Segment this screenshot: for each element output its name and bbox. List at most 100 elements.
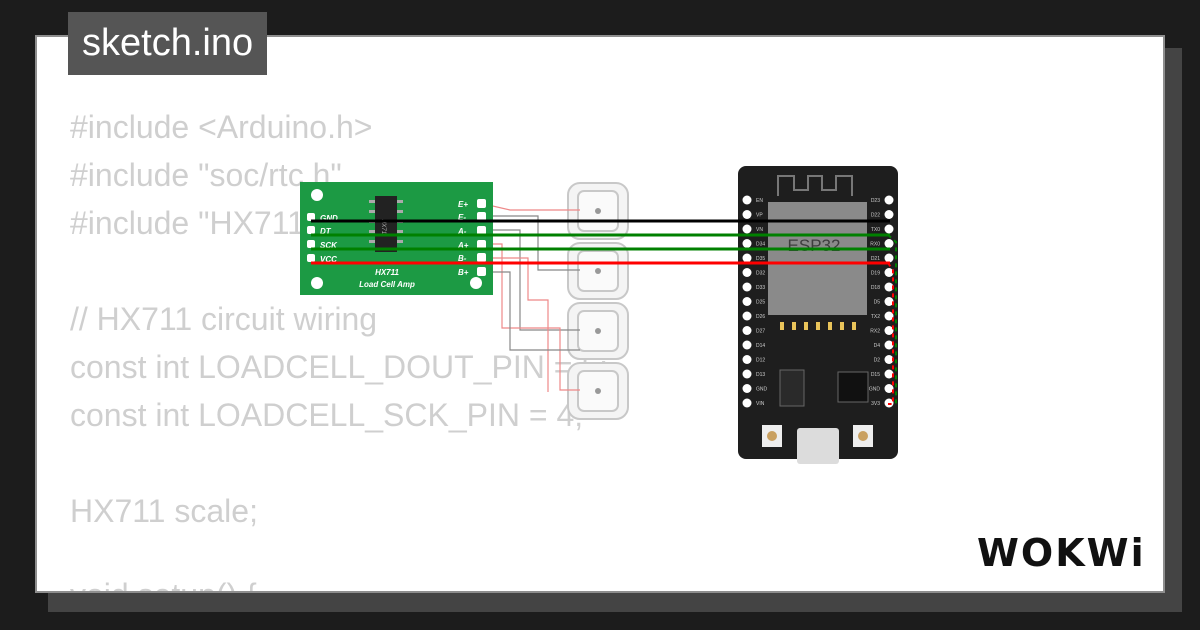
load-cell[interactable] (567, 242, 629, 300)
esp32-pin[interactable] (742, 398, 752, 408)
esp32-pin-label: TX0 (871, 227, 880, 233)
main-wires (311, 219, 897, 405)
esp32-pin[interactable] (742, 268, 752, 277)
esp32-board[interactable]: ESP32 ENVPVND34D35D32D33D25D26D27D14D12D… (738, 166, 898, 464)
pin-label: SCK (320, 241, 338, 250)
esp32-pin-label: D27 (756, 329, 765, 335)
pin-label: A- (457, 227, 467, 236)
esp32-pin-label: D35 (756, 256, 765, 262)
esp32-pin[interactable] (884, 282, 894, 292)
esp32-pin[interactable] (884, 253, 894, 263)
esp32-pin-label: D19 (871, 271, 880, 277)
hx711-chip-label: HX711 (380, 219, 386, 237)
pin-label: GND (320, 214, 338, 223)
esp32-pin[interactable] (884, 384, 894, 393)
hx711-chip (375, 196, 397, 252)
esp32-label: ESP32 (788, 236, 841, 255)
esp32-pin[interactable] (884, 326, 894, 335)
esp32-pin-label: D34 (756, 242, 765, 248)
hx711-board[interactable]: HX711 GND DT SCK VCC E+ E- A- A+ B- B+ H… (300, 182, 493, 295)
pin-label: E- (458, 213, 466, 222)
esp32-pin-label: VN (756, 227, 763, 233)
esp32-pin[interactable] (884, 311, 894, 321)
esp32-pin[interactable] (742, 384, 752, 393)
load-cell[interactable] (567, 362, 629, 420)
hx711-title: HX711 (375, 268, 399, 277)
esp32-pin-label: VP (756, 213, 763, 219)
esp32-pin-label: EN (756, 198, 763, 204)
esp32-pin[interactable] (884, 224, 894, 234)
esp32-pin-label: D14 (756, 343, 765, 349)
code-line: // HX711 circuit wiring (70, 301, 378, 337)
esp32-pin-label: GND (869, 387, 881, 393)
esp32-pin-label: D26 (756, 314, 765, 320)
esp32-pin-label: D25 (756, 300, 765, 306)
esp32-pin-label: D21 (871, 256, 880, 262)
esp32-pin-label: RX2 (870, 329, 880, 335)
esp32-pin[interactable] (884, 340, 894, 350)
code-line: #include "soc/rtc.h" (70, 157, 342, 193)
code-line: void setup() { (70, 575, 257, 591)
pin-label: DT (320, 227, 332, 236)
dt-wire (887, 234, 897, 404)
load-cell[interactable] (567, 302, 629, 360)
esp32-module (768, 202, 867, 315)
usb-chip (837, 371, 869, 403)
esp32-pin[interactable] (884, 355, 894, 364)
esp32-pin[interactable] (884, 210, 894, 219)
usb-port (797, 428, 839, 464)
esp32-pin[interactable] (884, 195, 894, 205)
esp32-pin[interactable] (742, 224, 752, 234)
esp32-pin[interactable] (742, 195, 752, 205)
esp32-pin-label: D4 (874, 343, 881, 349)
esp32-pin[interactable] (884, 239, 894, 248)
pin-label: B+ (458, 268, 469, 277)
esp32-pin[interactable] (742, 326, 752, 335)
esp32-pin-label: RX0 (870, 242, 880, 248)
esp32-pin-label: D33 (756, 285, 765, 291)
pin-label: B- (458, 254, 467, 263)
code-line: #include <Arduino.h> (70, 109, 373, 145)
esp32-pin[interactable] (884, 268, 894, 277)
esp32-pin[interactable] (742, 282, 752, 292)
esp32-pin[interactable] (742, 311, 752, 321)
esp32-pin-label: D5 (874, 300, 881, 306)
wokwi-logo-text: WOKWi (977, 531, 1146, 575)
pin-label: A+ (457, 241, 469, 250)
esp32-pin[interactable] (742, 253, 752, 263)
esp32-pin[interactable] (884, 369, 894, 379)
wokwi-logo: WOKWi (977, 531, 1146, 575)
esp32-pin-label: D13 (756, 372, 765, 378)
esp32-pin[interactable] (742, 297, 752, 306)
esp32-pin[interactable] (742, 239, 752, 248)
antenna-icon (777, 175, 853, 196)
esp32-pin[interactable] (742, 355, 752, 364)
esp32-pin[interactable] (884, 297, 894, 306)
esp32-pin[interactable] (742, 369, 752, 379)
esp32-pin-label: D18 (871, 285, 880, 291)
esp32-pin-label: D15 (871, 372, 880, 378)
code-line: HX711 scale; (70, 493, 258, 529)
esp32-pin-label: D12 (756, 358, 765, 364)
esp32-pin-label: D32 (756, 271, 765, 277)
esp32-pin-label: D22 (871, 213, 880, 219)
esp32-pin-label: VIN (756, 401, 765, 407)
esp32-pin-label: D2 (874, 358, 881, 364)
esp32-pin-label: GND (756, 387, 768, 393)
hx711-subtitle: Load Cell Amp (359, 280, 415, 289)
esp32-pin-label: TX2 (871, 314, 880, 320)
load-cell-wires (483, 203, 580, 392)
load-cells (567, 182, 629, 420)
load-cell[interactable] (567, 182, 629, 240)
esp32-pin-label: 3V3 (871, 401, 880, 407)
pin-label: E+ (458, 200, 468, 209)
sketch-tab[interactable]: sketch.ino (68, 12, 268, 75)
code-line: const int LOADCELL_SCK_PIN = 4; (70, 397, 584, 433)
esp32-pin[interactable] (742, 340, 752, 350)
esp32-pin[interactable] (742, 210, 752, 219)
regulator (779, 369, 805, 407)
esp32-pin-label: D23 (871, 198, 880, 204)
